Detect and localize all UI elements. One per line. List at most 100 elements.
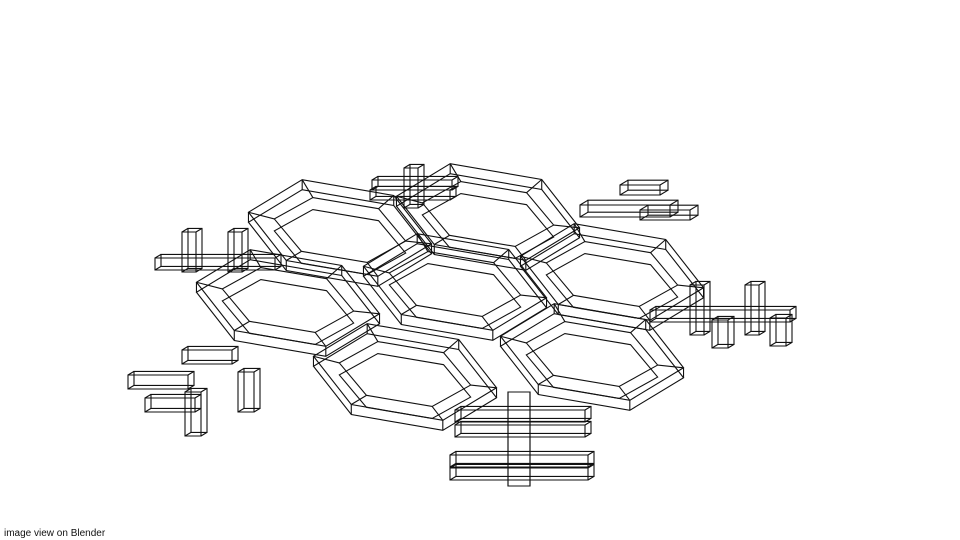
arm-edge [144,407,152,413]
arm-edge [649,317,657,323]
arm-edge [195,267,203,273]
hex-bevel [449,163,462,182]
arm-edge [451,185,459,191]
arm-edge [758,330,766,336]
hex-bevel [353,310,380,315]
arm-edge [154,253,162,259]
arm-box-front [371,179,453,191]
arm-box-back [460,420,592,434]
arm-edge [758,280,766,286]
hex-bevel [416,233,429,252]
arm-edge [195,227,203,233]
arm-box-back [243,367,261,409]
hex-cell-top [519,223,705,321]
arm-edge [184,387,192,393]
arm-box-front [144,397,196,413]
arm-edge [181,359,189,365]
arm-edge [253,367,261,373]
arm-edge [200,387,208,393]
image-caption: image view on Blender [4,528,106,539]
arm-edge [227,267,235,273]
arm-edge [274,253,282,259]
hex-bevel [557,294,574,305]
arm-edge [237,367,245,373]
arm-edge [371,185,379,191]
arm-box-front [454,424,586,438]
arm-box-back [187,227,203,269]
hex-bevel [537,374,554,385]
hex-bevel [470,384,497,389]
arm-box-back [133,370,195,386]
hex-bevel [233,320,250,331]
arm-edge [639,204,649,211]
arm-edge [619,179,629,186]
arm-edge [417,203,425,209]
arm-box-front [711,319,729,349]
arm-edge [187,384,195,390]
arm-box-front [184,391,202,437]
hex-bevel [443,339,460,354]
arm-edge [449,475,457,481]
hex-cell-bottom [519,233,705,331]
hex-bevel [366,323,379,342]
hex-bevel [677,284,704,289]
arm-edge [241,227,249,233]
hex-cell-inner-floor [525,332,659,400]
arm-edge [449,195,457,201]
arm-edge [703,330,711,336]
hex-bevel [249,249,262,268]
arm-edge [689,204,699,211]
hex-cell-inner-floor [388,262,522,330]
arm-box-front [237,371,255,413]
arm-edge [727,343,735,349]
arm-box-back [507,391,531,487]
hex-bevel [400,304,417,315]
arm-box-back [455,450,595,464]
arm-edge [187,370,195,376]
hex-bevel [500,335,527,344]
arm-edge [127,370,135,376]
arm-edge [689,330,697,336]
arm-edge [241,267,249,273]
hex-bevel [196,281,223,290]
arm-edge [369,185,377,191]
arm-edge [454,417,462,423]
arm-edge [785,313,793,319]
hex-bevel [657,364,684,369]
arm-edge [584,432,592,438]
arm-edge [227,227,235,233]
hex-bevel [630,319,647,334]
arm-edge [403,163,411,169]
arm-edge [449,463,457,469]
arm-edge [454,405,462,411]
arm-edge [371,175,379,181]
arm-edge [649,305,657,311]
hex-bevel [520,294,547,299]
arm-edge [451,175,459,181]
arm-box-front [449,467,589,481]
arm-edge [584,420,592,426]
arm-edge [200,431,208,437]
arm-edge [587,475,595,481]
hex-cell-bottom [499,313,685,411]
arm-edge [231,345,239,351]
hex-bevel [526,179,543,194]
hex-bevel [301,179,314,198]
arm-edge [454,432,462,438]
hex-bevel [650,239,667,254]
arm-edge [454,420,462,426]
hex-bevel [553,303,566,322]
arm-box-back [160,253,282,267]
hex-bevel [248,211,275,220]
hex-bevel [638,306,651,321]
arm-edge [181,267,189,273]
arm-edge [789,317,797,323]
arm-edge [449,462,457,468]
arm-edge [231,359,239,365]
arm-box-back [187,345,239,361]
hex-bevel [553,224,580,229]
arm-edge [274,265,282,271]
arm-box-front [154,257,276,271]
arm-box-back [460,405,592,419]
arm-edge [181,345,189,351]
